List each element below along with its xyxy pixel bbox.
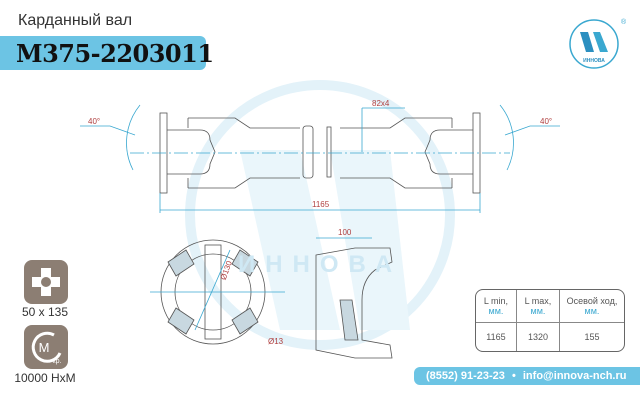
depth-label: 100 xyxy=(338,228,352,237)
yoke-side-view xyxy=(315,247,393,359)
header-stroke: Осевой ход, мм. xyxy=(559,290,624,323)
left-yoke-inner xyxy=(167,129,216,175)
angle-right-label: 40° xyxy=(540,117,552,126)
innova-logo: ИННОВА ® xyxy=(569,18,626,69)
svg-text:М: М xyxy=(39,340,50,355)
product-type: Карданный вал xyxy=(18,12,133,29)
left-yoke xyxy=(187,117,300,189)
length-label: 1165 xyxy=(312,200,330,209)
email-link[interactable]: info@innova-nch.ru xyxy=(522,370,627,382)
flange-cross-icon xyxy=(24,260,68,304)
logo-text: ИННОВА xyxy=(583,58,605,64)
phone-link[interactable]: (8552) 91-23-23 xyxy=(426,370,505,382)
registered-mark: ® xyxy=(621,18,626,26)
torque-value: 10000 НхМ xyxy=(14,371,76,385)
value-lmin: 1165 xyxy=(476,321,517,351)
header-lmin: L min, мм. xyxy=(476,290,517,323)
contact-bar: (8552) 91-23-23 • info@innova-nch.ru xyxy=(414,367,640,385)
title-bar xyxy=(0,36,206,70)
flange-size: 50 x 135 xyxy=(21,305,69,319)
right-yoke xyxy=(340,117,453,189)
value-lmax: 1320 xyxy=(515,321,561,351)
header-lmax: L max, мм. xyxy=(515,290,561,323)
svg-text:кр.: кр. xyxy=(53,358,62,365)
separator: • xyxy=(511,370,516,382)
spline-label: 82x4 xyxy=(372,99,390,108)
value-stroke: 155 xyxy=(559,321,624,351)
hole-label: Ø13 xyxy=(268,337,284,346)
specs-table: L min, мм. L max, мм. Осевой ход, мм. 11… xyxy=(475,289,625,352)
part-number: М375-2203011 xyxy=(16,39,214,68)
torque-icon: М кр. xyxy=(24,325,68,369)
slip-ring xyxy=(302,125,314,179)
angle-left-label: 40° xyxy=(88,117,100,126)
